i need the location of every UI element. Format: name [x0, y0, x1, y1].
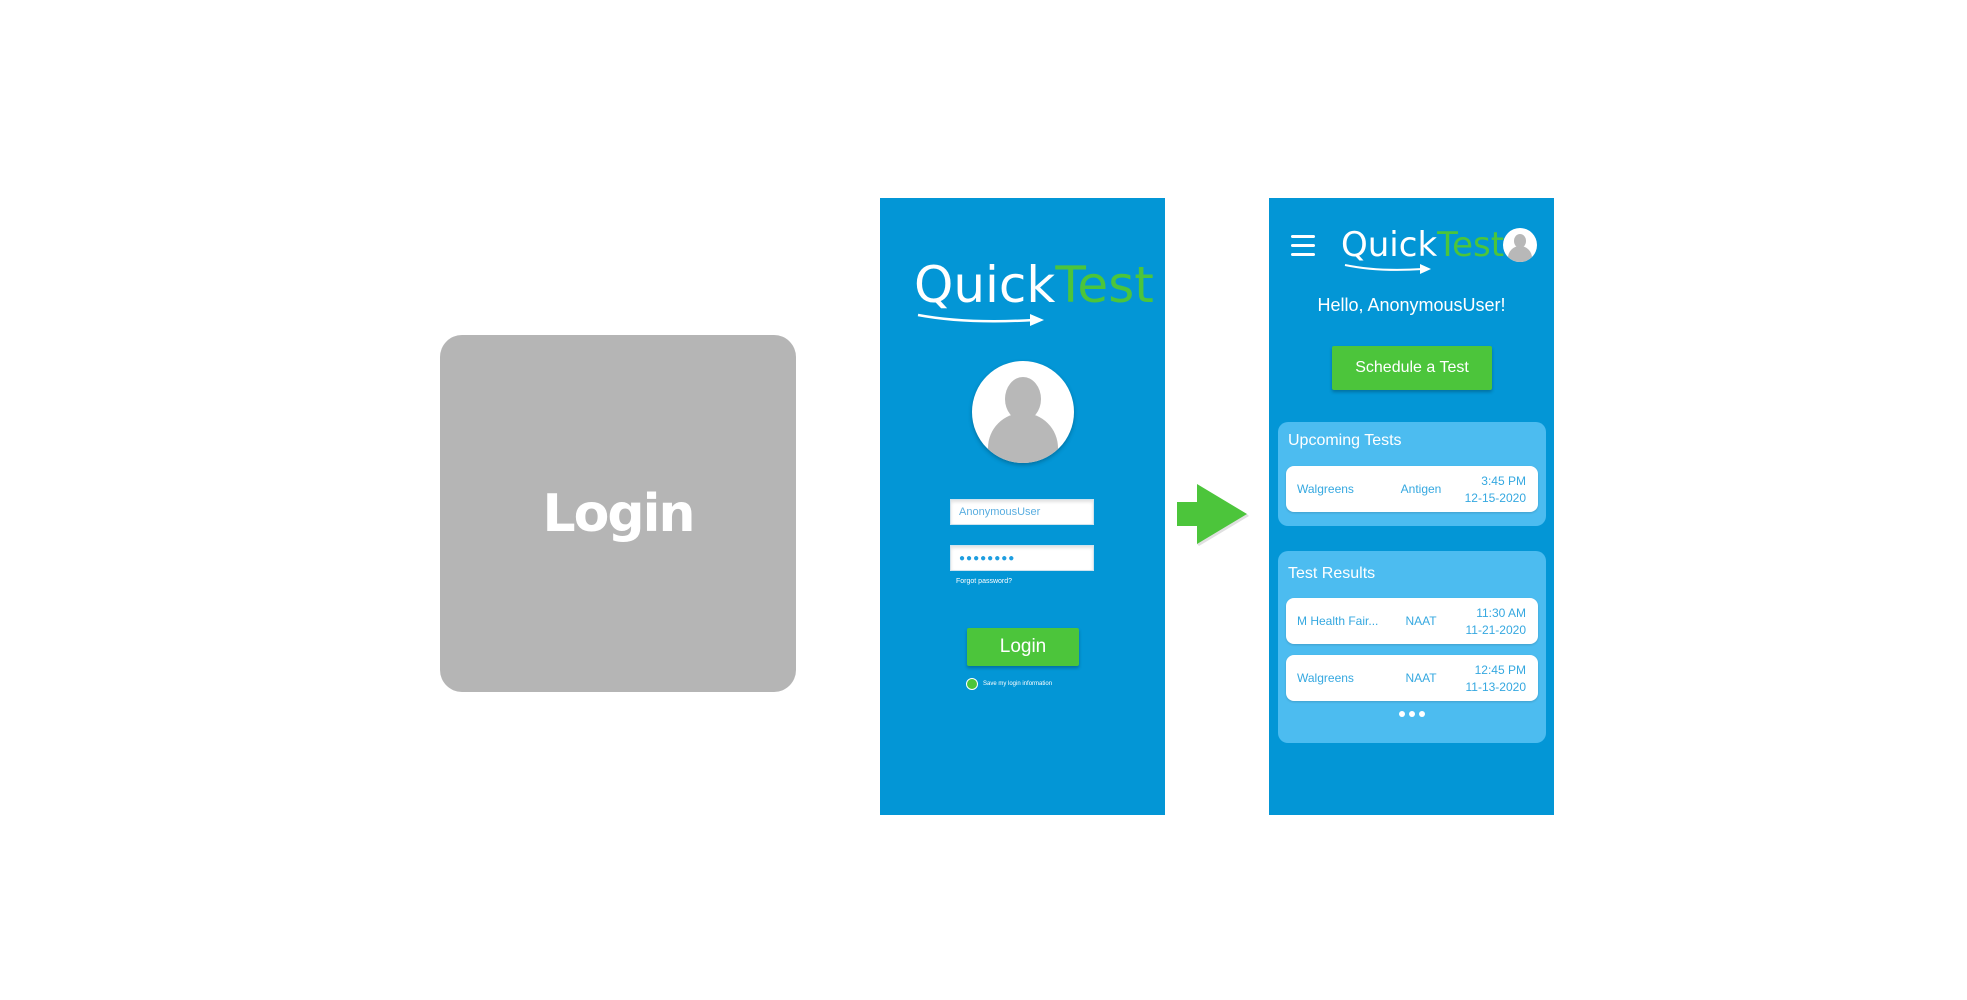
test-type: Antigen	[1400, 482, 1442, 496]
save-login-option[interactable]: Save my login information	[966, 678, 1052, 690]
username-input[interactable]: AnonymousUser	[950, 499, 1094, 525]
test-type: NAAT	[1405, 614, 1437, 628]
more-dots-icon[interactable]	[1278, 711, 1546, 717]
forgot-password-link[interactable]: Forgot password?	[956, 578, 1013, 585]
profile-avatar	[972, 361, 1074, 463]
test-results-section: Test Results M Health Fair... NAAT 11:30…	[1278, 551, 1546, 743]
login-button[interactable]: Login	[967, 628, 1079, 666]
logo-test-text: Test	[1437, 225, 1505, 265]
logo-swoosh-arrow-icon	[917, 313, 1044, 326]
test-result-row[interactable]: Walgreens NAAT 12:45 PM 11-13-2020	[1286, 655, 1538, 701]
upcoming-test-row[interactable]: Walgreens Antigen 3:45 PM 12-15-2020	[1286, 466, 1538, 512]
greeting-text: Hello, AnonymousUser!	[1317, 295, 1506, 315]
logo-quick-text: Quick	[914, 256, 1056, 314]
password-input[interactable]: ●●●●●●●●	[950, 545, 1094, 571]
test-result-row[interactable]: M Health Fair... NAAT 11:30 AM 11-21-202…	[1286, 598, 1538, 644]
test-time: 11:30 AM	[1476, 606, 1526, 620]
section-title: Upcoming Tests	[1288, 432, 1402, 449]
logo-swoosh-arrow-icon	[1344, 264, 1431, 274]
test-date: 12-15-2020	[1464, 491, 1526, 505]
test-time: 3:45 PM	[1481, 474, 1526, 488]
test-date: 11-21-2020	[1465, 623, 1527, 637]
save-login-label: Save my login information	[983, 681, 1053, 687]
screen-label-text: Login	[542, 483, 696, 544]
user-avatar-icon[interactable]	[1503, 228, 1537, 262]
schedule-test-button[interactable]: Schedule a Test	[1332, 346, 1492, 390]
test-datetime: 3:45 PM 12-15-2020	[1465, 473, 1526, 507]
hamburger-icon[interactable]	[1291, 235, 1315, 257]
logo-quick-text: Quick	[1341, 225, 1438, 265]
test-datetime: 11:30 AM 11-21-2020	[1466, 605, 1527, 639]
test-location: Walgreens	[1297, 482, 1354, 496]
test-location: M Health Fair...	[1297, 614, 1379, 628]
section-title: Test Results	[1288, 565, 1376, 582]
test-location: Walgreens	[1297, 671, 1354, 685]
upcoming-tests-section: Upcoming Tests Walgreens Antigen 3:45 PM…	[1278, 422, 1546, 526]
test-type: NAAT	[1405, 671, 1437, 685]
save-login-radio[interactable]	[966, 678, 978, 690]
test-time: 12:45 PM	[1474, 663, 1526, 677]
test-date: 11-13-2020	[1465, 680, 1527, 694]
screen-label-card: Login	[440, 335, 796, 692]
test-datetime: 12:45 PM 11-13-2020	[1466, 662, 1527, 696]
logo-test-text: Test	[1055, 256, 1154, 314]
arrow-right-icon	[1177, 484, 1249, 546]
